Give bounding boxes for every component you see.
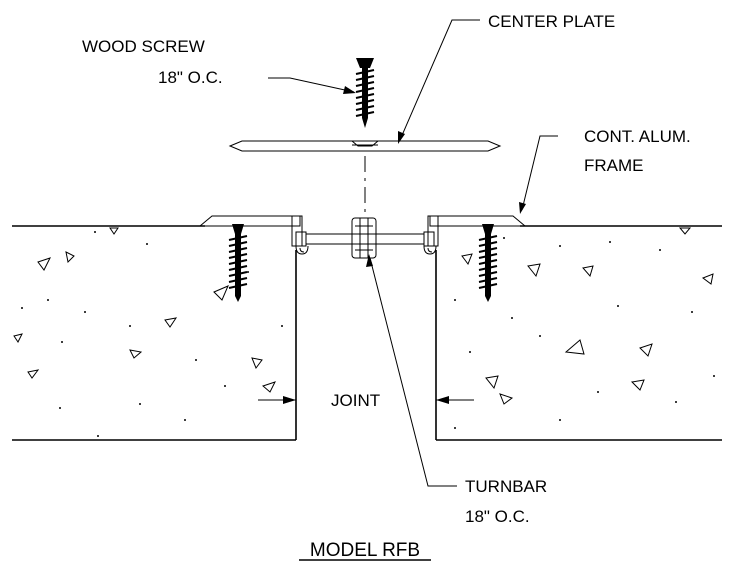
right-aluminum-frame: [423, 215, 527, 255]
center-plate: [228, 140, 502, 152]
label-turnbar: TURNBAR: [465, 477, 547, 496]
label-wood-screw-spacing: 18" O.C.: [158, 68, 223, 87]
left-anchor-screw: [228, 224, 248, 302]
label-center-plate: CENTER PLATE: [488, 12, 615, 31]
concrete-dots: [21, 231, 715, 437]
leader-turnbar: [366, 254, 457, 487]
wood-screw: [355, 58, 375, 128]
joint-dimension-arrows: [258, 396, 474, 404]
label-joint: JOINT: [331, 391, 380, 410]
label-frame-line1: CONT. ALUM.: [584, 127, 691, 146]
leader-frame: [519, 135, 558, 214]
right-concrete-slab: [435, 225, 722, 441]
label-wood-screw: WOOD SCREW: [82, 37, 205, 56]
label-frame-line2: FRAME: [584, 156, 644, 175]
concrete-aggregate-left: [13, 227, 276, 393]
left-aluminum-frame: [198, 215, 309, 255]
leader-wood-screw: [268, 77, 356, 94]
leader-center-plate: [398, 19, 480, 144]
turnbar: [305, 217, 425, 259]
label-turnbar-spacing: 18" O.C.: [465, 507, 530, 526]
diagram-title: MODEL RFB: [310, 540, 420, 561]
concrete-aggregate-right: [461, 227, 714, 405]
left-concrete-slab: [12, 225, 297, 441]
right-anchor-screw: [478, 224, 498, 302]
